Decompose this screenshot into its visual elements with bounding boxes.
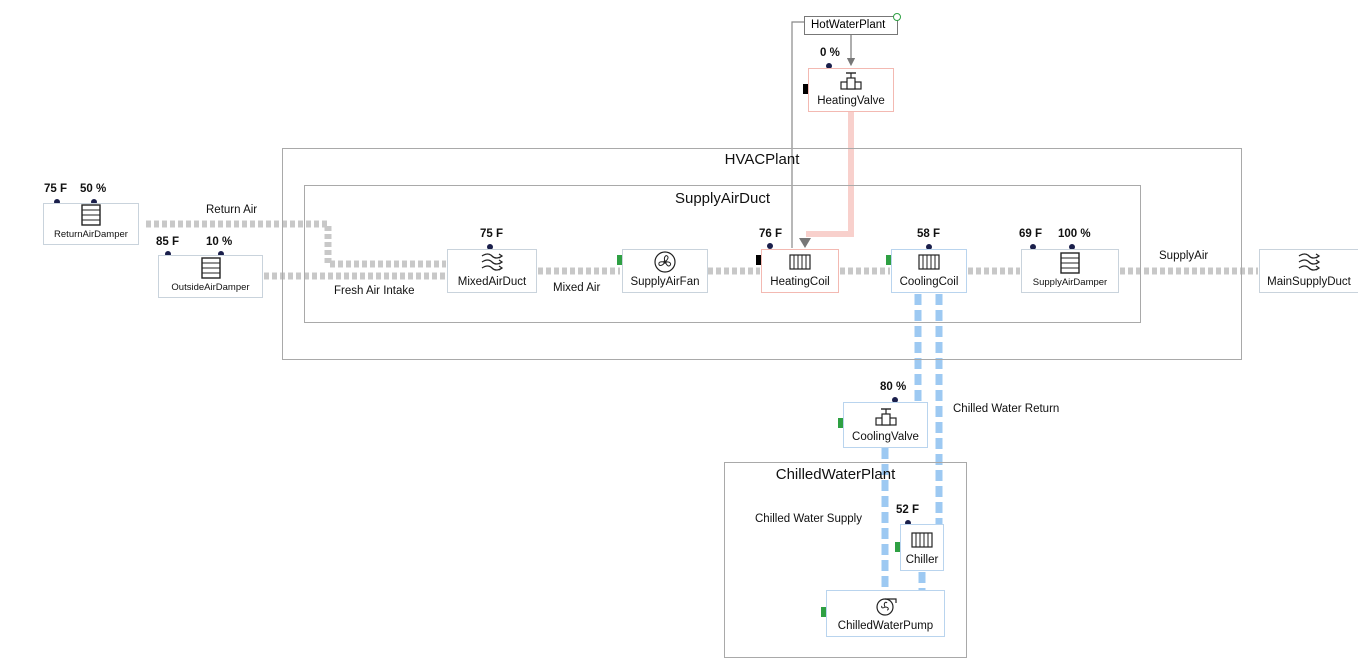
return-air-damper-pos-port [91,199,97,205]
chiller-port [905,520,911,526]
control-wire [791,21,804,248]
hot-water-plant[interactable]: HotWaterPlant [804,16,898,35]
supply-air-damper-temp: 69 F [1019,228,1043,240]
return-air-damper[interactable]: ReturnAirDamper [43,203,139,245]
supply-air-label: SupplyAir [1159,250,1209,262]
mixed-air-duct[interactable]: MixedAirDuct [447,249,537,293]
heating-valve-position: 0 % [820,47,840,59]
damper-icon [81,204,101,226]
supply-air-damper-temp-port [1030,244,1036,250]
air-pipes [146,220,1258,280]
hot-water-pipe [806,112,854,237]
cooling-coil-label: CoolingCoil [899,276,959,288]
outside-air-damper-pos-port [218,251,224,257]
cooling-valve-label: CoolingValve [852,431,919,443]
main-supply-duct[interactable]: MainSupplyDuct [1259,249,1358,293]
cooling-coil[interactable]: CoolingCoil [891,249,967,293]
damper-icon [200,257,221,279]
chilled-water-pipes [881,294,943,590]
heating-coil-port [767,243,773,249]
chilled-water-return-label: Chilled Water Return [953,403,1060,415]
fresh-air-intake-label: Fresh Air Intake [334,285,415,297]
outside-air-damper-position: 10 % [206,236,233,248]
valve-icon [874,408,897,426]
air-flow-icon [481,253,504,271]
outside-air-damper-temp: 85 F [156,236,180,248]
outside-air-damper-temp-port [165,251,171,257]
return-air-pipe [146,220,446,268]
chiller-label: Chiller [905,554,939,566]
heating-valve[interactable]: HeatingValve [808,68,894,112]
outside-air-damper[interactable]: OutsideAirDamper [158,255,263,298]
main-supply-duct-label: MainSupplyDuct [1267,276,1351,288]
heating-valve-label: HeatingValve [817,95,885,107]
cooling-valve-port [892,397,898,403]
heating-coil-temp: 76 F [759,228,783,240]
damper-icon [1060,252,1080,274]
supply-air-duct-title: SupplyAirDuct [674,190,771,207]
heating-coil-inlet-arrow [799,238,811,248]
hvac-plant-group[interactable]: HVACPlant [282,148,1242,360]
chilled-water-supply-label: Chilled Water Supply [755,513,862,525]
chiller[interactable]: Chiller [900,524,944,571]
heating-coil-label: HeatingCoil [770,276,830,288]
chiller-temp: 52 F [896,504,920,516]
return-air-label: Return Air [206,204,258,216]
hvac-plant-title: HVACPlant [724,151,800,168]
supply-air-damper-position: 100 % [1058,228,1091,240]
mixed-air-label: Mixed Air [553,282,601,294]
chilled-water-plant-title: ChilledWaterPlant [775,466,896,483]
valve-icon [840,72,862,90]
cooling-coil-port [926,244,932,250]
cooling-coil-temp: 58 F [917,228,941,240]
return-air-damper-temp-port [54,199,60,205]
cooling-valve-position: 80 % [880,381,907,393]
return-air-damper-temp: 75 F [44,183,68,195]
radiator-icon [789,254,811,270]
supply-air-damper-pos-port [1069,244,1075,250]
supply-air-fan[interactable]: SupplyAirFan [622,249,708,293]
supply-air-damper[interactable]: SupplyAirDamper [1021,249,1119,293]
chilled-water-plant-group[interactable]: ChilledWaterPlant [724,462,967,658]
hot-water-plant-port [893,13,901,21]
supply-air-duct-group[interactable]: SupplyAirDuct [304,185,1141,323]
heating-coil[interactable]: HeatingCoil [761,249,839,293]
chilled-water-pump[interactable]: ChilledWaterPump [826,590,945,637]
radiator-icon [911,532,933,548]
fan-icon [654,251,676,273]
chilled-water-pump-label: ChilledWaterPump [837,620,934,632]
supply-air-fan-label: SupplyAirFan [630,276,700,288]
mixed-air-duct-port [487,244,493,250]
heating-valve-port [826,63,832,69]
mixed-air-duct-label: MixedAirDuct [457,276,527,288]
radiator-icon [918,254,940,270]
air-flow-icon [1298,253,1321,271]
supply-air-damper-label: SupplyAirDamper [1032,277,1108,288]
return-air-damper-position: 50 % [80,183,107,195]
pump-icon [875,598,897,616]
return-air-damper-label: ReturnAirDamper [54,229,128,240]
cooling-valve[interactable]: CoolingValve [843,402,928,448]
outside-air-damper-label: OutsideAirDamper [171,282,250,293]
mixed-air-duct-temp: 75 F [480,228,504,240]
